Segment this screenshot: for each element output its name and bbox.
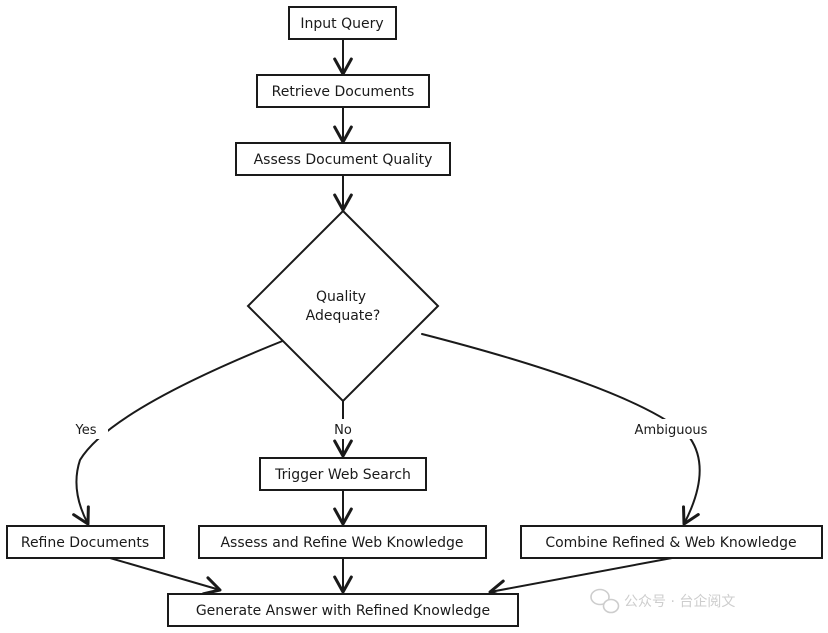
no-label-bg bbox=[326, 419, 360, 439]
edge-combine-to-generate bbox=[488, 557, 673, 599]
node-trigger-web-search: Trigger Web Search bbox=[259, 457, 427, 491]
watermark-text: 公众号 · 台企阅文 bbox=[624, 593, 735, 610]
yes-label-bg bbox=[64, 419, 108, 439]
edge-refine-to-generate bbox=[109, 557, 222, 596]
decision-label-line2: Adequate? bbox=[306, 308, 381, 324]
ambiguous-label-bg bbox=[630, 419, 712, 439]
node-input-query-label: Input Query bbox=[300, 16, 383, 32]
node-retrieve-documents-label: Retrieve Documents bbox=[272, 84, 415, 100]
node-retrieve-documents: Retrieve Documents bbox=[256, 74, 430, 108]
edge-decision-to-refine-yes bbox=[72, 339, 286, 526]
node-combine-refined-web: Combine Refined & Web Knowledge bbox=[520, 525, 823, 559]
node-trigger-web-search-label: Trigger Web Search bbox=[274, 467, 411, 483]
node-assess-document-quality: Assess Document Quality bbox=[235, 142, 451, 176]
edge-label-ambiguous: Ambiguous bbox=[635, 423, 708, 438]
node-generate-answer: Generate Answer with Refined Knowledge bbox=[167, 593, 519, 627]
node-assess-document-quality-label: Assess Document Quality bbox=[254, 152, 433, 168]
node-refine-documents-label: Refine Documents bbox=[21, 535, 149, 551]
edge-label-yes: Yes bbox=[75, 423, 97, 438]
node-input-query: Input Query bbox=[288, 6, 397, 40]
node-generate-answer-label: Generate Answer with Refined Knowledge bbox=[196, 603, 490, 619]
node-assess-refine-web-label: Assess and Refine Web Knowledge bbox=[220, 535, 463, 551]
node-assess-refine-web: Assess and Refine Web Knowledge bbox=[198, 525, 487, 559]
node-combine-refined-web-label: Combine Refined & Web Knowledge bbox=[545, 535, 796, 551]
decision-label-line1: Quality bbox=[316, 289, 366, 305]
wechat-icon bbox=[590, 588, 620, 614]
watermark: 公众号 · 台企阅文 bbox=[590, 588, 735, 614]
node-refine-documents: Refine Documents bbox=[6, 525, 165, 559]
edge-label-no: No bbox=[334, 423, 352, 438]
node-quality-decision: Quality Adequate? bbox=[246, 209, 440, 403]
